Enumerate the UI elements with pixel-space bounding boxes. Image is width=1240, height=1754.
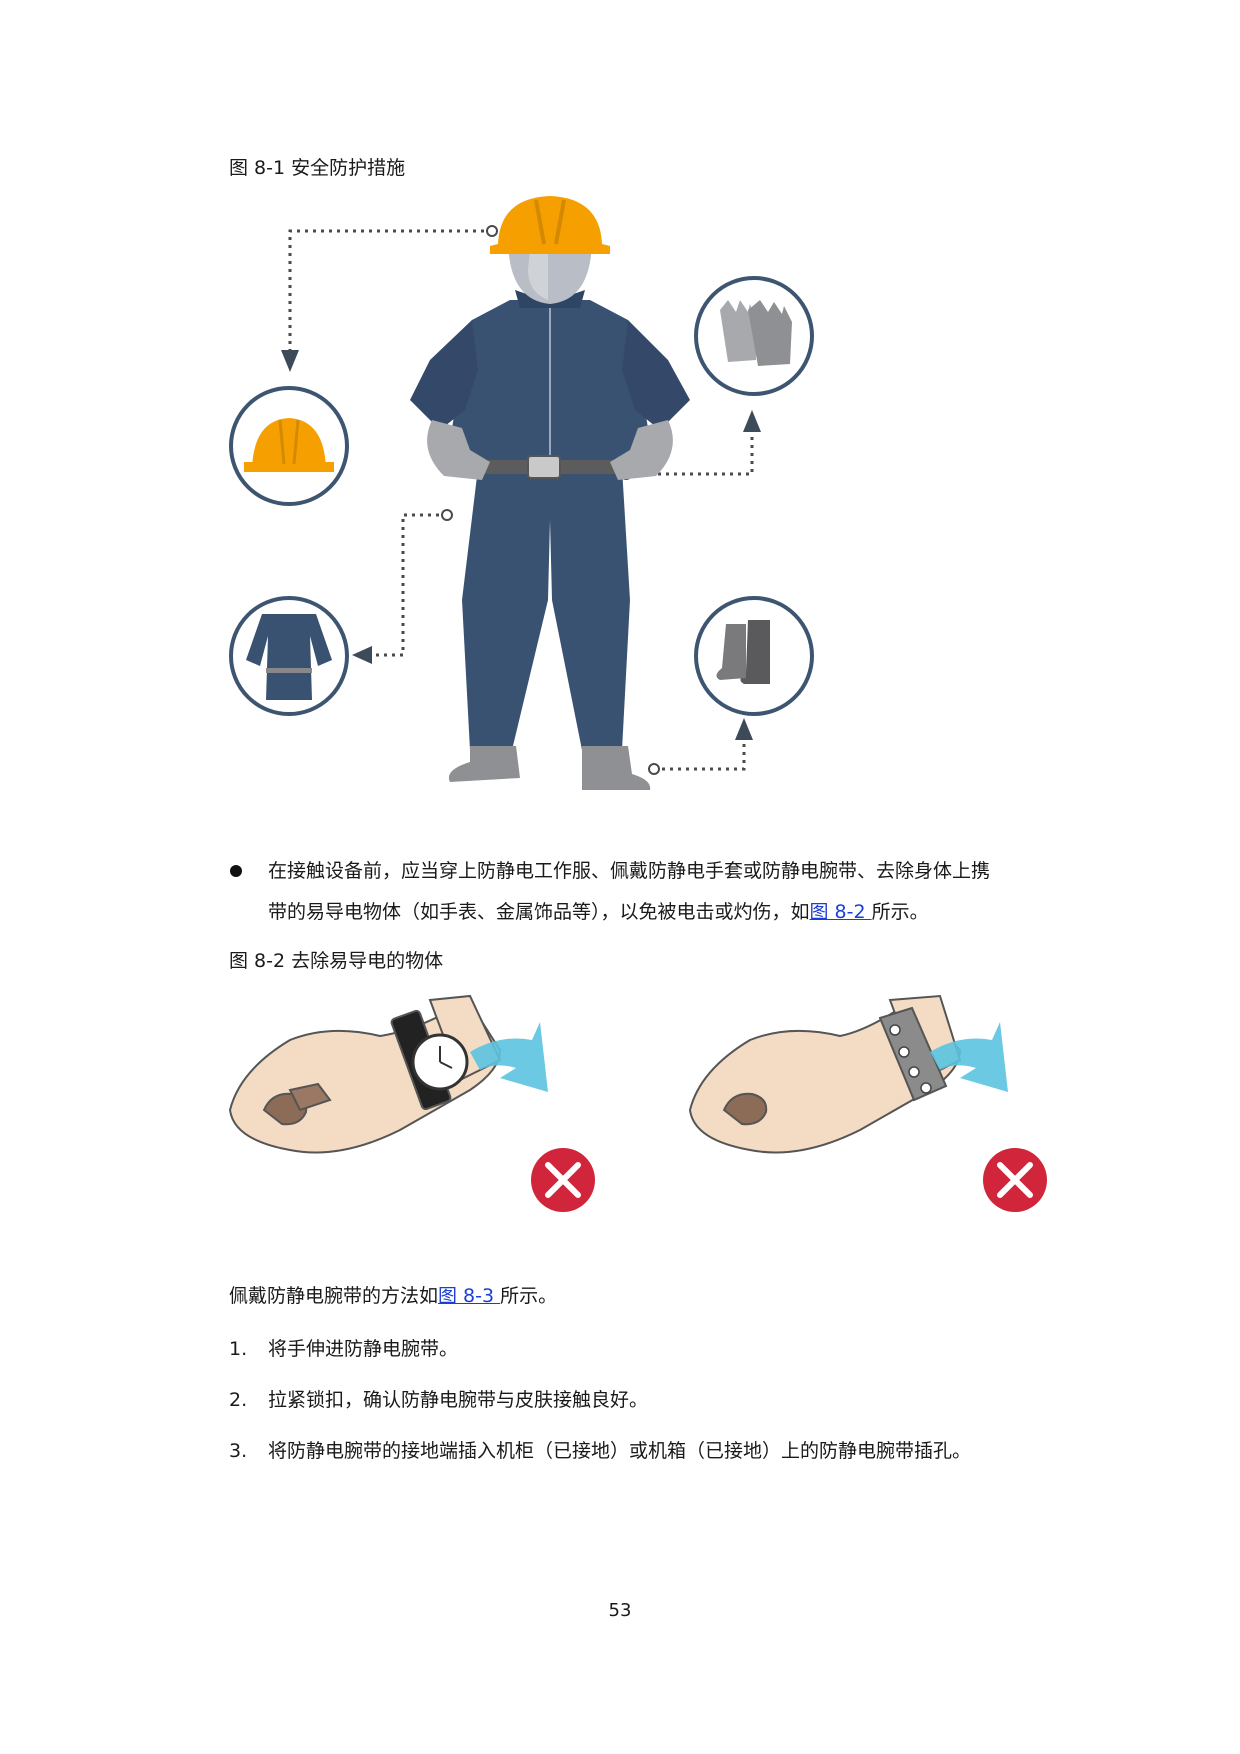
bullet-line-2: 带的易导电物体（如手表、金属饰品等），以免被电击或灼伤，如图 8-2 所示。 — [268, 898, 929, 926]
hand-with-watch — [228, 994, 502, 1154]
cross-icon-right — [983, 1148, 1047, 1212]
wrist-strap-paragraph: 佩戴防静电腕带的方法如图 8-3 所示。 — [229, 1282, 557, 1310]
safety-boots-icon — [694, 596, 814, 716]
gloves-icon — [694, 276, 814, 396]
step-2-text: 拉紧锁扣，确认防静电腕带与皮肤接触良好。 — [268, 1389, 649, 1411]
step-3-text: 将防静电腕带的接地端插入机柜（已接地）或机箱（已接地）上的防静电腕带插孔。 — [268, 1440, 972, 1462]
remove-arrow-left — [470, 1022, 548, 1092]
step-1-number: 1. — [229, 1338, 248, 1360]
paragraph-text: 佩戴防静电腕带的方法如 — [229, 1285, 439, 1307]
remove-arrow-right — [930, 1022, 1008, 1092]
bullet-line-2-text: 带的易导电物体（如手表、金属饰品等），以免被电击或灼伤，如 — [268, 901, 810, 923]
paragraph-end: 所示。 — [500, 1285, 558, 1307]
figure-8-2-link[interactable]: 图 8-2 — [809, 901, 872, 923]
page-number: 53 — [608, 1600, 632, 1621]
step-2-number: 2. — [229, 1389, 248, 1411]
safety-helmet-icon — [229, 386, 349, 506]
figure-8-1-caption: 图 8-1 安全防护措施 — [229, 157, 406, 179]
step-3-number: 3. — [229, 1440, 248, 1462]
cross-icon-left — [531, 1148, 595, 1212]
worker-figure — [410, 196, 690, 790]
bullet-line-2-end: 所示。 — [871, 901, 929, 923]
figure-8-2-caption: 图 8-2 去除易导电的物体 — [229, 950, 444, 972]
bullet-dot — [230, 865, 242, 877]
step-1-text: 将手伸进防静电腕带。 — [268, 1338, 459, 1360]
hand-with-bracelet — [688, 994, 962, 1154]
bullet-line-1: 在接触设备前，应当穿上防静电工作服、佩戴防静电手套或防静电腕带、去除身体上携 — [268, 860, 991, 882]
esd-clothing-icon — [229, 596, 349, 716]
figure-8-3-link[interactable]: 图 8-3 — [438, 1285, 501, 1307]
